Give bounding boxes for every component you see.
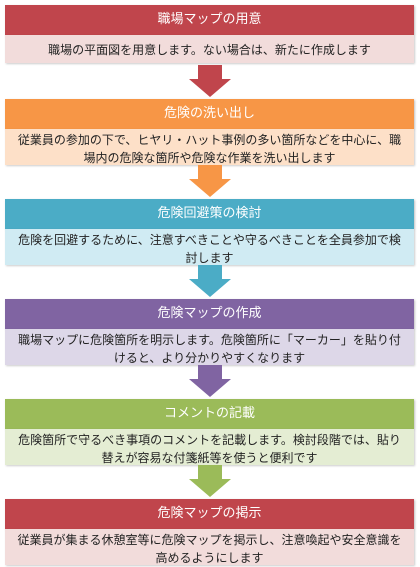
step-2-description: 従業員の参加の下で、ヒヤリ・ハット事例の多い箇所などを中心に、職場内の危険な箇所… [5,129,414,165]
step-2-header: 危険の洗い出し [5,99,414,129]
arrow-down-2 [189,165,231,197]
step-5-header: コメントの記載 [5,399,414,429]
step-3-description: 危険を回避するために、注意すべきことや守るべきことを全員参加で検討します [5,229,414,265]
arrow-down-3 [189,265,231,297]
step-3-header: 危険回避策の検討 [5,199,414,229]
arrow-down-4 [189,365,231,397]
arrow-down-1 [189,65,231,97]
step-4-header: 危険マップの作成 [5,299,414,329]
step-6-header: 危険マップの掲示 [5,499,414,529]
step-1-header: 職場マップの用意 [5,5,414,35]
arrow-down-5 [189,465,231,497]
step-4-description: 職場マップに危険箇所を明示します。危険箇所に「マーカー」を貼り付けると、より分か… [5,329,414,365]
step-5-description: 危険箇所で守るべき事項のコメントを記載します。検討段階では、貼り替えが容易な付箋… [5,429,414,465]
step-1-description: 職場の平面図を用意します。ない場合は、新たに作成します [5,35,414,63]
step-6-description: 従業員が集まる休憩室等に危険マップを掲示し、注意喚起や安全意識を高めるようにしま… [5,529,414,565]
